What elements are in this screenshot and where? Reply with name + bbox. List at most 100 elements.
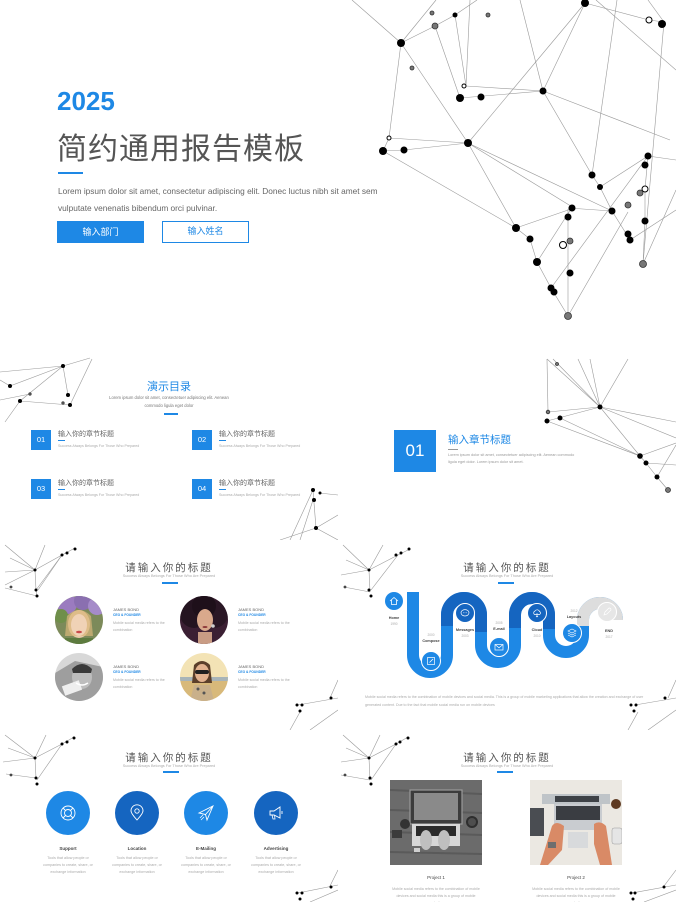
toc-label: 输入你的章节标题 xyxy=(219,479,275,487)
team-slide: 请输入你的标题 Success Always Belongs For Those… xyxy=(0,540,338,730)
slide-subtitle: Success Always Belongs For Those Who Are… xyxy=(460,574,554,578)
node-label: Layouts xyxy=(566,615,582,619)
title-underline xyxy=(163,771,179,773)
paper-plane-icon xyxy=(197,805,214,822)
service-name: Support xyxy=(59,846,77,851)
chapter-slide: 01 输入章节标题 Lorem ipsum dolor sit amet, co… xyxy=(338,350,676,540)
chat-icon xyxy=(460,609,470,617)
timeline-node-compose[interactable] xyxy=(421,651,441,671)
toc-label: 输入你的章节标题 xyxy=(219,430,275,438)
department-button[interactable]: 输入部门 xyxy=(57,221,144,243)
member-description: Mobile social media refers to the combin… xyxy=(113,621,165,632)
toc-item-03[interactable]: 03 输入你的章节标题 Success Always Belongs For T… xyxy=(31,479,181,503)
member-description: Mobile social media refers to the combin… xyxy=(238,678,290,689)
megaphone-icon xyxy=(269,806,283,820)
title-underline xyxy=(58,172,83,174)
slide-title: 请输入你的标题 xyxy=(463,752,551,764)
service-description: Tools that allow people or companies to … xyxy=(181,856,231,874)
service-name: Location xyxy=(127,846,147,851)
slide-subtitle: Success Always Belongs For Those Who Are… xyxy=(460,764,554,768)
toc-item-01[interactable]: 01 输入你的章节标题 Success Always Belongs For T… xyxy=(31,430,181,454)
node-label: Cloud xyxy=(531,628,543,632)
timeline-node-email[interactable] xyxy=(489,637,509,657)
toc-rule xyxy=(58,440,65,441)
member-description: Mobile social media refers to the combin… xyxy=(238,621,290,632)
service-support[interactable]: Support Tools that allow people or compa… xyxy=(33,791,103,876)
contents-slide: 演示目录 Lorem ipsum dolor sit amet, consect… xyxy=(0,350,338,540)
cover-description: Lorem ipsum dolor sit amet, consectetur … xyxy=(58,186,378,213)
service-icon-circle xyxy=(184,791,228,835)
service-description: Tools that allow people or companies to … xyxy=(43,856,93,874)
node-year: 2000 xyxy=(427,633,435,637)
mail-icon xyxy=(494,644,504,651)
lifebuoy-icon xyxy=(60,805,76,821)
contents-title: 演示目录 xyxy=(147,380,191,393)
avatar xyxy=(180,596,228,644)
projects-slide: 请输入你的标题 Success Always Belongs For Those… xyxy=(338,730,676,902)
slide-title: 请输入你的标题 xyxy=(463,562,551,574)
slide-subtitle: Success Always Belongs For Those Who Are… xyxy=(122,574,216,578)
timeline-node-end[interactable] xyxy=(597,602,617,622)
timeline-node-home[interactable] xyxy=(385,592,403,610)
node-year: 2017 xyxy=(605,635,613,639)
toc-item-04[interactable]: 04 输入你的章节标题 Success Always Belongs For T… xyxy=(192,479,338,503)
service-icon-circle xyxy=(115,791,159,835)
title-underline xyxy=(498,582,514,584)
node-year: 2010 xyxy=(533,634,541,638)
project-image xyxy=(390,780,482,865)
toc-number: 01 xyxy=(31,430,51,450)
node-label: E-mail xyxy=(493,627,505,631)
toc-rule xyxy=(58,489,65,490)
layers-icon xyxy=(567,628,577,638)
node-year: 2012 xyxy=(570,609,578,613)
timeline-node-cloud[interactable] xyxy=(527,603,547,623)
service-location[interactable]: Location Tools that allow people or comp… xyxy=(102,791,172,876)
member-name: JAMES BOND xyxy=(113,607,140,612)
node-year: 1990 xyxy=(390,622,398,626)
node-year: 2003 xyxy=(461,634,469,638)
service-icon-circle xyxy=(46,791,90,835)
title-underline xyxy=(162,582,178,584)
cover-year: 2025 xyxy=(57,86,115,116)
avatar xyxy=(180,653,228,701)
member-name: JAMES BOND xyxy=(238,607,265,612)
node-label: Home xyxy=(388,616,400,620)
member-role: CEO & FOUNDER xyxy=(238,670,266,674)
avatar xyxy=(55,596,103,644)
team-member: JAMES BOND CEO & FOUNDER Mobile social m… xyxy=(180,653,330,703)
toc-label: 输入你的章节标题 xyxy=(58,430,114,438)
name-button[interactable]: 输入姓名 xyxy=(162,221,249,243)
service-description: Tools that allow people or companies to … xyxy=(251,856,301,874)
node-label: Compose xyxy=(422,639,440,643)
toc-subtitle: Success Always Belongs For Those Who Pre… xyxy=(219,493,301,497)
slide-subtitle: Success Always Belongs For Those Who Are… xyxy=(122,764,216,768)
timeline-node-messages[interactable] xyxy=(455,603,475,623)
toc-item-02[interactable]: 02 输入你的章节标题 Success Always Belongs For T… xyxy=(192,430,338,454)
home-icon xyxy=(389,596,399,605)
project-card-2[interactable]: Project 2 Mobile social media refers to … xyxy=(530,780,622,902)
toc-rule xyxy=(219,440,226,441)
title-underline xyxy=(497,771,513,773)
timeline-node-layouts[interactable] xyxy=(562,623,582,643)
service-name: E-Mailing xyxy=(196,846,216,851)
cover-title: 简约通用报告模板 xyxy=(57,132,305,167)
service-emailing[interactable]: E-Mailing Tools that allow people or com… xyxy=(171,791,241,876)
service-advertising[interactable]: Advertising Tools that allow people or c… xyxy=(241,791,311,876)
service-icon-circle xyxy=(254,791,298,835)
project-description: Mobile social media refers to the combin… xyxy=(532,887,620,902)
network-graphic xyxy=(351,0,676,320)
timeline-slide: 请输入你的标题 Success Always Belongs For Those… xyxy=(338,540,676,730)
toc-number: 03 xyxy=(31,479,51,499)
project-description: Mobile social media refers to the combin… xyxy=(392,887,480,902)
node-label: Messages xyxy=(455,628,475,632)
project-name: Project 2 xyxy=(567,875,585,880)
member-name: JAMES BOND xyxy=(113,664,140,669)
service-name: Advertising xyxy=(263,846,289,851)
member-role: CEO & FOUNDER xyxy=(238,613,266,617)
avatar xyxy=(55,653,103,701)
chapter-title: 输入章节标题 xyxy=(448,434,511,446)
service-description: Tools that allow people or companies to … xyxy=(112,856,162,874)
rocket-icon xyxy=(603,607,612,616)
project-card-1[interactable]: Project 1 Mobile social media refers to … xyxy=(390,780,482,902)
services-slide: 请输入你的标题 Success Always Belongs For Those… xyxy=(0,730,338,902)
